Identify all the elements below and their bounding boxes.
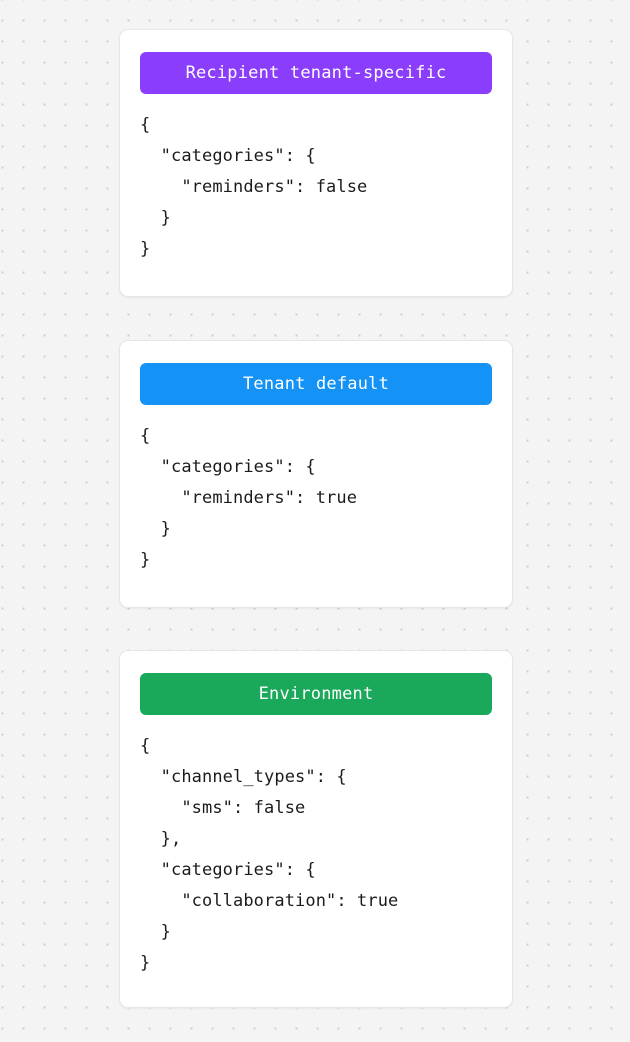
card-environment: Environment { "channel_types": { "sms": …: [119, 650, 513, 1008]
badge-recipient-tenant-specific: Recipient tenant-specific: [140, 52, 492, 94]
badge-environment: Environment: [140, 673, 492, 715]
card-recipient-tenant-specific: Recipient tenant-specific { "categories"…: [119, 29, 513, 297]
card-tenant-default: Tenant default { "categories": { "remind…: [119, 340, 513, 608]
code-block-tenant-default: { "categories": { "reminders": true } }: [140, 426, 358, 570]
code-block-recipient-tenant-specific: { "categories": { "reminders": false } }: [140, 115, 368, 259]
code-block-environment: { "channel_types": { "sms": false }, "ca…: [140, 736, 399, 973]
badge-tenant-default: Tenant default: [140, 363, 492, 405]
